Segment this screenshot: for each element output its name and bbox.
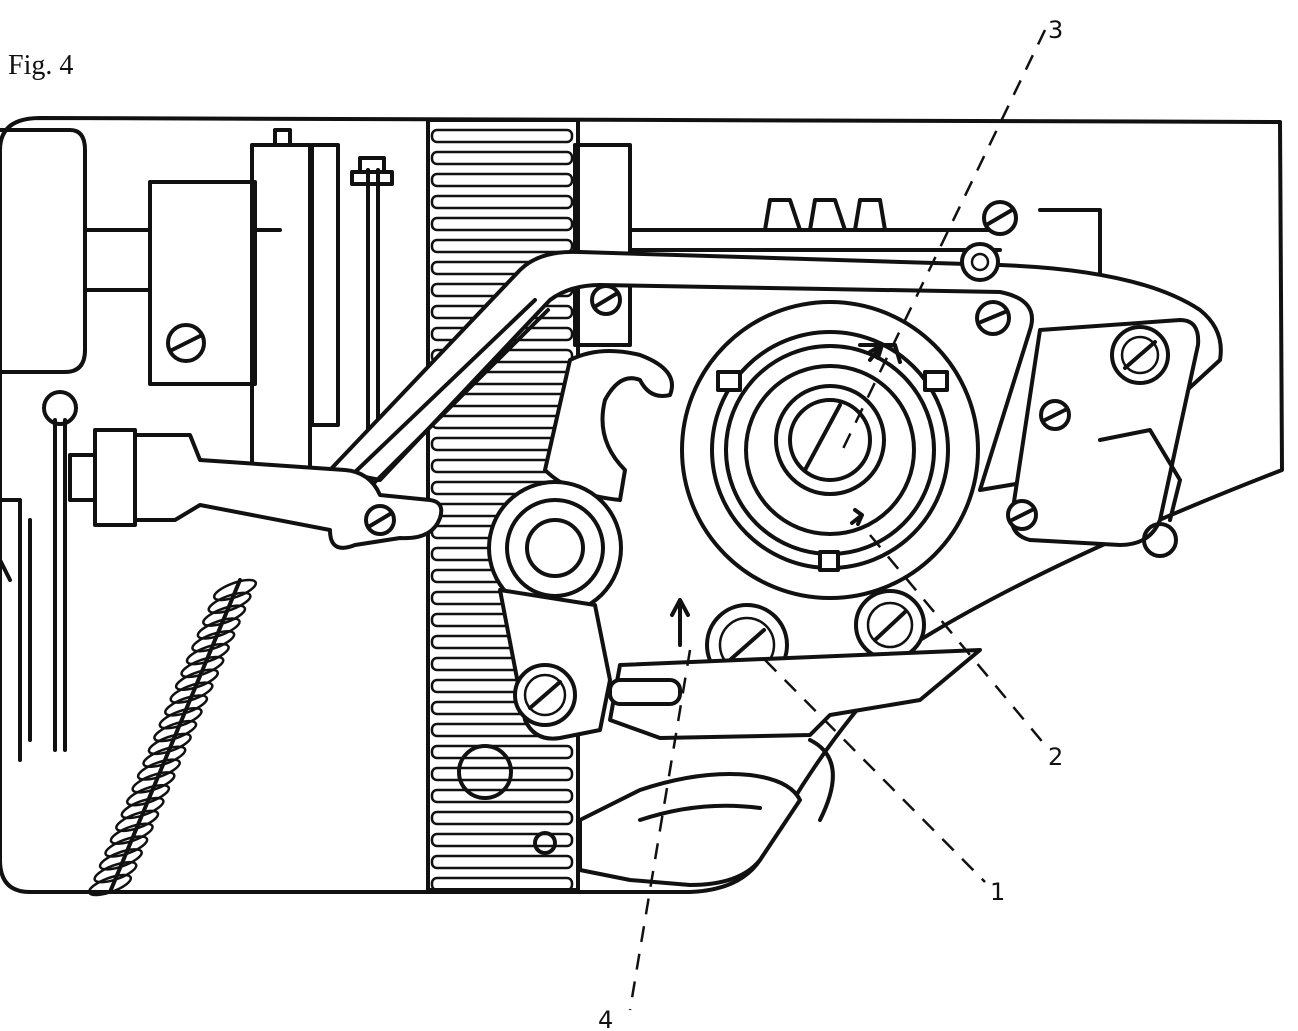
spring-coil	[104, 835, 149, 858]
spring-coil	[125, 783, 171, 807]
screw	[960, 242, 1000, 282]
lower-curved-lever	[578, 772, 802, 887]
central-hub	[487, 480, 623, 616]
top-right-plate	[573, 143, 632, 347]
comb-tooth	[430, 876, 574, 892]
arrow	[670, 598, 690, 647]
comb-tooth	[430, 832, 574, 848]
spring-coil	[87, 873, 133, 897]
comb-tooth	[430, 414, 574, 430]
spring-coil	[147, 732, 192, 756]
worm-gear	[763, 198, 887, 232]
leader-line-2	[869, 534, 1046, 746]
hub-arm	[543, 349, 674, 502]
leader-line-3	[838, 29, 1047, 456]
spring-coil	[158, 707, 203, 730]
callout-3: 3	[1048, 16, 1063, 44]
figure-title: Fig. 4	[8, 50, 74, 81]
screw	[1110, 325, 1170, 385]
screw	[166, 323, 206, 363]
callout-2: 2	[1048, 743, 1063, 771]
spring-coils	[87, 578, 258, 897]
pin	[608, 678, 682, 706]
spring-coil	[196, 617, 241, 640]
comb-tooth	[430, 150, 574, 166]
main-wheel	[680, 300, 980, 600]
callout-4: 4	[598, 1006, 613, 1031]
spring-coil	[212, 578, 258, 602]
spring-coil	[109, 822, 154, 845]
lever-clamp	[93, 428, 137, 527]
comb-tooth	[430, 238, 574, 254]
comb-tooth	[430, 854, 574, 870]
leader-line-1	[764, 659, 986, 883]
screw	[1006, 499, 1038, 531]
roller	[1142, 522, 1178, 558]
spring-coil	[207, 591, 252, 615]
spring-coil	[120, 796, 165, 820]
screw	[364, 504, 396, 536]
vertical-rod-left	[310, 143, 340, 427]
comb-tooth	[430, 744, 574, 760]
comb-tooth	[430, 216, 574, 232]
housing-inner-left	[0, 128, 87, 374]
spring-coil	[164, 694, 209, 717]
screw	[854, 589, 926, 661]
screw	[1039, 399, 1071, 431]
spring-coil	[142, 745, 187, 768]
arrow	[868, 343, 884, 362]
slide-bar	[608, 648, 982, 740]
leader-line-4	[628, 649, 692, 1011]
spring-coil	[191, 630, 236, 653]
comb-tooth	[430, 810, 574, 826]
left-shaft-line	[83, 228, 282, 292]
screw	[982, 200, 1018, 236]
spring-coil	[93, 860, 138, 884]
screw	[513, 663, 577, 727]
comb-tooth	[430, 172, 574, 188]
spring-coil	[174, 668, 220, 692]
comb-tooth	[430, 128, 574, 144]
spring-coil	[136, 758, 181, 781]
screw	[590, 284, 622, 316]
callout-1: 1	[990, 878, 1005, 906]
rod-loop	[42, 390, 78, 426]
spring-coil	[153, 719, 198, 743]
screw	[975, 300, 1011, 336]
spring-coil	[115, 809, 160, 833]
left-block	[148, 180, 257, 386]
comb-tooth	[430, 766, 574, 782]
spring-coil	[202, 604, 247, 627]
arrow	[850, 508, 864, 526]
spring-coil	[185, 642, 230, 666]
fork-lever	[93, 433, 444, 550]
hole	[533, 831, 557, 855]
comb-tooth	[430, 194, 574, 210]
left-rod	[53, 418, 67, 752]
spring-coil	[169, 681, 214, 704]
vertical-plate	[250, 143, 312, 492]
spring-coil	[98, 848, 143, 871]
spring-coil	[131, 771, 176, 794]
spring-coil	[180, 655, 225, 679]
